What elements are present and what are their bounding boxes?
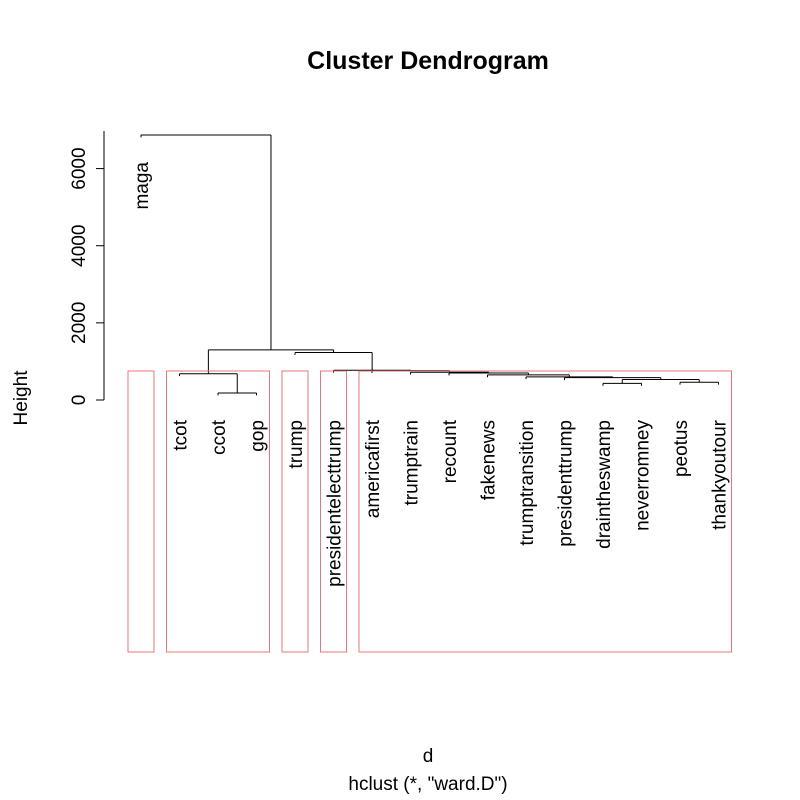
leaf-label: trumptrain bbox=[402, 420, 423, 506]
leaf-label: presidenttrump bbox=[556, 420, 577, 547]
y-tick-label: 2000 bbox=[69, 302, 90, 344]
cluster-box bbox=[358, 370, 732, 653]
y-tick-label: 6000 bbox=[69, 147, 90, 189]
leaf-label: gop bbox=[248, 420, 269, 452]
leaf-label: trump bbox=[286, 420, 307, 469]
cluster-box bbox=[320, 370, 347, 653]
leaf-label: fakenews bbox=[479, 420, 500, 500]
leaf-label: recount bbox=[440, 419, 461, 483]
leaf-label: peotus bbox=[671, 420, 692, 477]
leaf-label: draintheswamp bbox=[594, 420, 615, 549]
cluster-box bbox=[281, 370, 309, 653]
cluster-box bbox=[166, 370, 270, 653]
y-axis: 0 2000 4000 6000 bbox=[69, 131, 105, 406]
y-tick-label: 4000 bbox=[69, 225, 90, 267]
cluster-box bbox=[127, 370, 155, 653]
leaf-label: americafirst bbox=[363, 419, 384, 518]
chart-title: Cluster Dendrogram bbox=[307, 47, 549, 75]
cluster-boxes bbox=[127, 370, 732, 653]
leaf-label: tcot bbox=[171, 419, 192, 450]
leaf-label: ccot bbox=[209, 419, 230, 455]
leaf-label: trumptransition bbox=[517, 420, 538, 546]
x-axis-label: d bbox=[423, 746, 434, 767]
y-tick-label: 0 bbox=[69, 395, 90, 406]
leaf-label: maga bbox=[132, 162, 153, 210]
leaf-label: thankyoutour bbox=[710, 419, 731, 530]
chart-subtitle: hclust (*, "ward.D") bbox=[348, 774, 507, 795]
leaf-label: neverromney bbox=[633, 420, 654, 531]
y-axis-label: Height bbox=[11, 370, 32, 426]
leaf-label: presidentelecttrump bbox=[325, 420, 346, 587]
dendrogram-tree bbox=[140, 134, 719, 396]
